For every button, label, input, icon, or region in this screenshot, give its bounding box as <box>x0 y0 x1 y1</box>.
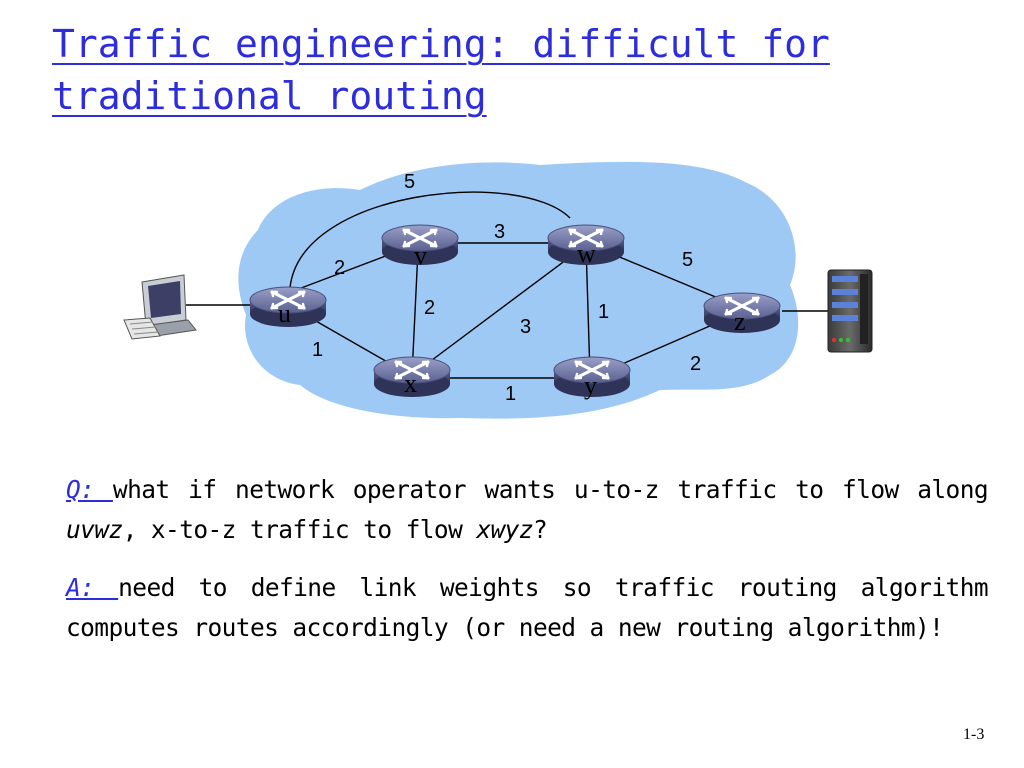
router-label-v: v <box>414 241 427 270</box>
router-y: y <box>552 355 632 400</box>
laptop-computer-icon <box>123 274 197 340</box>
router-u: u <box>248 285 328 328</box>
edge-weight-u-w: 5 <box>404 171 415 193</box>
edge-u-w <box>289 191 571 289</box>
path-xwyz: xwyz <box>476 515 533 544</box>
server-tower-icon <box>827 269 873 353</box>
edge-weight-v-x: 2 <box>424 297 435 319</box>
page-number: 1-3 <box>963 726 985 743</box>
edge-weight-u-x: 1 <box>312 339 323 361</box>
slide-title: Traffic engineering: difficult for tradi… <box>52 22 830 118</box>
router-label-x: x <box>404 369 417 398</box>
router-x: x <box>372 355 452 398</box>
answer-marker: A: <box>66 573 119 602</box>
network-cloud <box>238 161 799 419</box>
router-w: w <box>546 223 626 268</box>
edge-weight-x-y: 1 <box>505 383 516 405</box>
edge-v-x <box>411 249 419 376</box>
router-label-y: y <box>584 371 597 400</box>
edge-weight-v-w: 3 <box>494 221 505 243</box>
edge-weight-y-z: 2 <box>690 353 701 375</box>
router-label-z: z <box>734 307 746 336</box>
edge-weight-w-z: 5 <box>682 249 693 271</box>
router-label-u: u <box>278 299 291 328</box>
edge-x-w <box>411 244 587 376</box>
edge-w-y <box>585 244 591 376</box>
router-v: v <box>380 223 460 270</box>
path-uvwz: uvwz <box>66 515 123 544</box>
edge-weight-w-y: 1 <box>598 301 609 323</box>
answer-paragraph: A: need to define link weights so traffi… <box>66 573 989 642</box>
question-marker: Q: <box>66 475 113 504</box>
router-z: z <box>702 291 782 336</box>
edge-weight-x-w: 3 <box>520 316 531 338</box>
question-paragraph: Q: what if network operator wants u-to-z… <box>66 475 989 544</box>
edge-weight-u-v: 2 <box>334 257 345 279</box>
router-label-w: w <box>577 239 596 268</box>
